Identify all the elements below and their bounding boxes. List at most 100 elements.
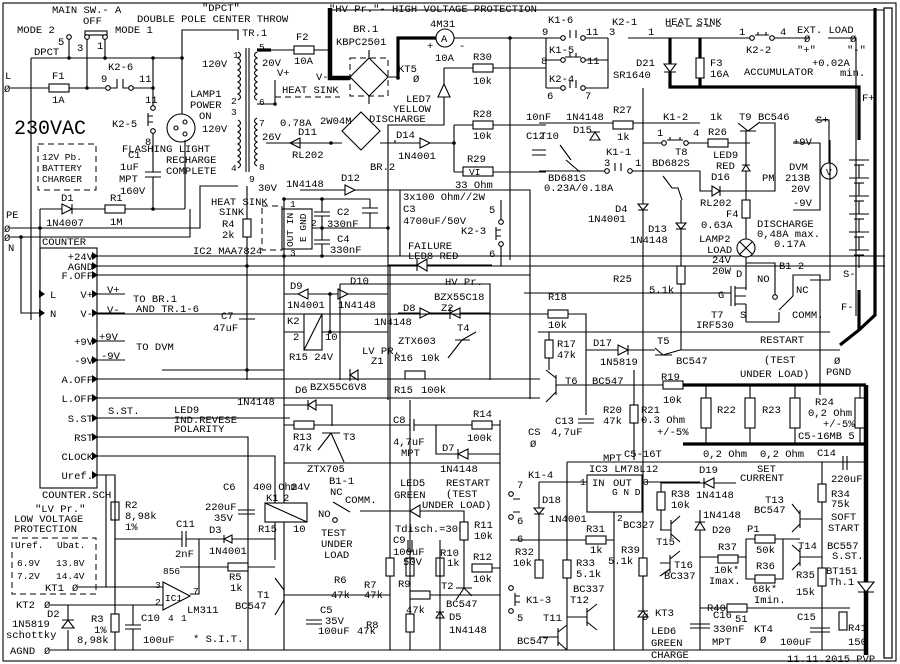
diode-d7 (456, 448, 469, 460)
kt5-label: KT5 (398, 64, 417, 76)
c15-label: C15 (797, 612, 816, 624)
ic1-pin7: 7 (193, 586, 199, 597)
switch-b1-1[interactable] (332, 501, 351, 513)
k1-5-pin-b: 11 (587, 56, 600, 68)
kt1-terminal-icon[interactable]: Ø (72, 583, 78, 595)
pgnd-terminal-icon[interactable]: Ø (834, 356, 840, 368)
r2-tol: 1% (125, 522, 138, 534)
t6-part: BC547 (592, 376, 624, 388)
resistor-r26 (707, 138, 729, 148)
resistor-r11 (459, 521, 469, 541)
k1-3-pin-b: 5 (517, 613, 523, 625)
switch-pin3: 3 (77, 43, 83, 55)
counter-pin-connector[interactable] (92, 262, 98, 270)
r38-value: 10k (671, 500, 690, 512)
terminal-pe-icon[interactable]: Ø (4, 224, 10, 236)
k2-6-pin-b: 11 (139, 74, 152, 86)
r28-label: R28 (473, 109, 492, 121)
counter-m9-wire-label: -9V (101, 351, 121, 363)
title-line-2: BATTERY (42, 163, 82, 174)
resistor-r39 (638, 557, 648, 577)
counter-pin-connector[interactable] (39, 290, 45, 298)
t5-part: BC547 (676, 356, 708, 368)
r15-100k-label: R15 (394, 385, 413, 397)
kt2-terminal-icon[interactable]: Ø (44, 600, 50, 612)
ext-load-minus-terminal[interactable]: Ø (850, 34, 856, 46)
kt4-terminal-icon[interactable]: Ø (760, 635, 766, 647)
counter-pin-connector[interactable] (92, 252, 98, 260)
terminal-l-icon[interactable]: Ø (4, 84, 10, 96)
d14-label: D14 (396, 130, 415, 142)
d2-label: D2 (47, 609, 60, 621)
tr1-pin9: 9 (249, 174, 255, 185)
r7-value: 47k (364, 590, 383, 602)
r14-label: R14 (473, 409, 492, 421)
t16-part: BC337 (664, 571, 696, 583)
mains-l-label: L (5, 71, 11, 83)
agnd-terminal-icon[interactable]: Ø (44, 646, 50, 658)
counter-pin-connector[interactable] (92, 309, 98, 317)
lamp1-power: POWER (190, 100, 222, 112)
switch-mode2-label: MODE 2 (17, 25, 55, 37)
counter-pin-connector[interactable] (92, 290, 98, 298)
ic2-pinout: OUT IN (285, 213, 296, 247)
kt3-terminal-icon[interactable]: Ø (642, 612, 648, 624)
c6-label: C6 (223, 482, 236, 494)
r19-value: 10k (663, 395, 682, 407)
t15-label: T15 (656, 537, 675, 549)
c8-value: 4,7uF (393, 437, 425, 449)
r25-value: 5.1k (649, 285, 674, 297)
counter-pin-connector[interactable] (92, 471, 98, 479)
capacitor-c16 (690, 623, 710, 629)
t14-label: T14 (798, 541, 817, 553)
switch-b1-2[interactable] (778, 295, 794, 311)
kt5-terminal-icon[interactable]: Ø (413, 74, 419, 86)
t2-part: BC547 (446, 599, 478, 611)
transformer-tr1 (236, 48, 259, 172)
counter-pin-connector[interactable] (92, 271, 98, 279)
d5-part: 1N4148 (449, 625, 487, 637)
d6-part: 1N4148 (237, 397, 275, 409)
counter-pin-connector[interactable] (92, 337, 98, 345)
counter-pin-label: L.OFF (62, 394, 94, 406)
d19-label: D19 (699, 465, 718, 477)
k2-5-pin-a: 11 (145, 95, 158, 107)
counter-pin-connector[interactable] (39, 309, 45, 317)
cs-terminal-icon[interactable]: Ø (530, 439, 536, 451)
counter-pin-connector[interactable] (92, 375, 98, 383)
counter-pin-label: L (50, 290, 56, 302)
diode-d6 (306, 399, 317, 411)
sst-wire-label: S.ST. (108, 406, 140, 418)
lv-pr-line2: LOW VOLTAGE (14, 514, 83, 526)
counter-pin-connector[interactable] (92, 452, 98, 460)
r30-label: R30 (473, 52, 492, 64)
d9-label: D9 (290, 281, 303, 293)
counter-pin-connector[interactable] (92, 414, 98, 422)
potentiometer-p1[interactable] (754, 534, 776, 544)
to-br1-label: TO BR.1 (133, 294, 177, 306)
counter-pin-connector[interactable] (92, 356, 98, 364)
fuse-f4 (741, 199, 751, 219)
z1-label: Z1 (371, 356, 384, 368)
switch-type-label: DPCT (34, 47, 59, 59)
c7-value: 47uF (213, 323, 238, 335)
tr1-pin4: 4 (231, 163, 237, 174)
r36-value: 68k* (752, 584, 777, 596)
ext-load-plus-terminal[interactable]: Ø (804, 34, 810, 46)
d20-label: D20 (712, 525, 731, 537)
pgnd-label: PGND (826, 367, 851, 379)
counter-pin-label: V- (80, 309, 93, 321)
main-switch[interactable] (66, 30, 108, 88)
d15-part: 1N4148 (566, 112, 604, 124)
led7-color: YELLOW (393, 104, 432, 116)
counter-pin-connector[interactable] (92, 433, 98, 441)
counter-pin-connector[interactable] (92, 394, 98, 402)
transistor-t8 (662, 175, 683, 201)
set-current-label-1: SET (757, 464, 776, 476)
t8-part: BD682S (652, 158, 690, 170)
b1-1-no: NO (318, 509, 331, 521)
terminal-n-icon[interactable]: Ø (4, 233, 10, 245)
lamp2-max-current: 0,48A max. (757, 229, 820, 241)
ic2-pin2: 2 (311, 218, 317, 229)
r35-label: R35 (796, 570, 815, 582)
